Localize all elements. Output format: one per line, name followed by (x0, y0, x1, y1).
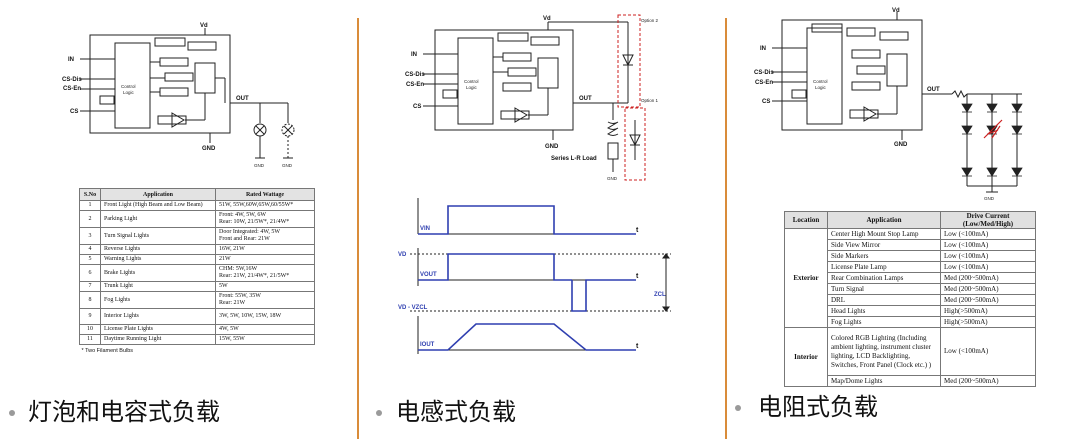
caption-bullet (735, 405, 741, 411)
csdis-label: CS-Dis (62, 77, 82, 83)
out-label: OUT (927, 87, 940, 93)
option1-label: Option 1 (641, 98, 659, 103)
out-label: OUT (579, 96, 592, 102)
gnd-label: GND (202, 146, 216, 152)
interior-group-label: Interior (784, 327, 828, 387)
cs-label: CS (413, 104, 421, 110)
caption-resistive: 电阻式负载 (758, 393, 878, 421)
vclamp-label: VD - VZCL (398, 305, 428, 311)
column-divider-left (357, 18, 359, 439)
vd-label: Vd (892, 8, 900, 14)
col-header-sno: S.No (79, 188, 101, 201)
csen-label: CS-En (63, 86, 81, 92)
col-header-location: Location (784, 211, 828, 229)
csdis-label: CS-Dis (754, 70, 774, 76)
zcl-label: ZCL (654, 292, 666, 298)
csdis-label: CS-Dis (405, 72, 425, 78)
caption-inductive: 电感式负载 (396, 398, 516, 426)
table-footnote: * Two Filament Bulbs (81, 348, 134, 354)
gnd-load-label: GND (984, 196, 995, 201)
in-label: IN (68, 57, 74, 63)
logic-label-2: Logic (123, 90, 135, 95)
col-header-wattage: Rated Wattage (215, 188, 315, 201)
logic-label-1: Control (121, 84, 136, 89)
logic-label-1: Control (813, 79, 828, 84)
out-label: OUT (236, 96, 249, 102)
inductive-waveforms: VIN VD VOUT VD - VZCL IOUT ZCL t t t (398, 198, 671, 354)
col-header-drive-current: Drive Current (Low/Med/High) (940, 211, 1036, 229)
inductive-load-schematic: Vd IN CS-Dis CS-En CS OUT GND Series L-R… (405, 14, 659, 181)
gnd-label: GND (545, 144, 559, 150)
gnd-label: GND (894, 142, 908, 148)
time-axis-label: t (636, 273, 639, 280)
vin-label: VIN (420, 226, 430, 232)
cs-label: CS (70, 109, 78, 115)
logic-label-1: Control (464, 79, 479, 84)
in-label: IN (760, 46, 766, 52)
bulb-load-schematic: Vd IN CS-Dis CS-En CS OUT GND Control Lo… (62, 23, 295, 168)
iout-label: IOUT (420, 342, 435, 348)
caption-bullet (376, 410, 382, 416)
col-header-application: Application (100, 188, 216, 201)
vd-label: Vd (200, 23, 208, 29)
drive-current-table: Location Application Drive Current (Low/… (784, 211, 1036, 387)
exterior-group-label: Exterior (784, 228, 828, 328)
vd-wave-label: VD (398, 252, 407, 258)
gnd-load-label: GND (607, 176, 618, 181)
resistive-load-schematic: Vd IN CS-Dis CS-En CS OUT GND Control Lo… (754, 8, 1023, 201)
column-divider-right (725, 18, 727, 439)
series-lr-load-label: Series L-R Load (551, 156, 597, 162)
time-axis-label: t (636, 343, 639, 350)
caption-bulb-capacitive: 灯泡和电容式负载 (28, 398, 220, 426)
logic-label-2: Logic (466, 85, 478, 90)
in-label: IN (411, 52, 417, 58)
table-row: Interior Colored RGB Lighting (Including… (784, 327, 1036, 387)
vd-label: Vd (543, 16, 551, 22)
csen-label: CS-En (406, 82, 424, 88)
time-axis-label: t (636, 227, 639, 234)
csen-label: CS-En (755, 80, 773, 86)
col-header-application: Application (827, 211, 941, 229)
logic-label-2: Logic (815, 85, 827, 90)
option2-label: Option 2 (641, 18, 659, 23)
cs-label: CS (762, 99, 770, 105)
vout-label: VOUT (420, 272, 437, 278)
gnd-load-label: GND (254, 163, 265, 168)
gnd-load-label-2: GND (282, 163, 293, 168)
caption-bullet (9, 410, 15, 416)
